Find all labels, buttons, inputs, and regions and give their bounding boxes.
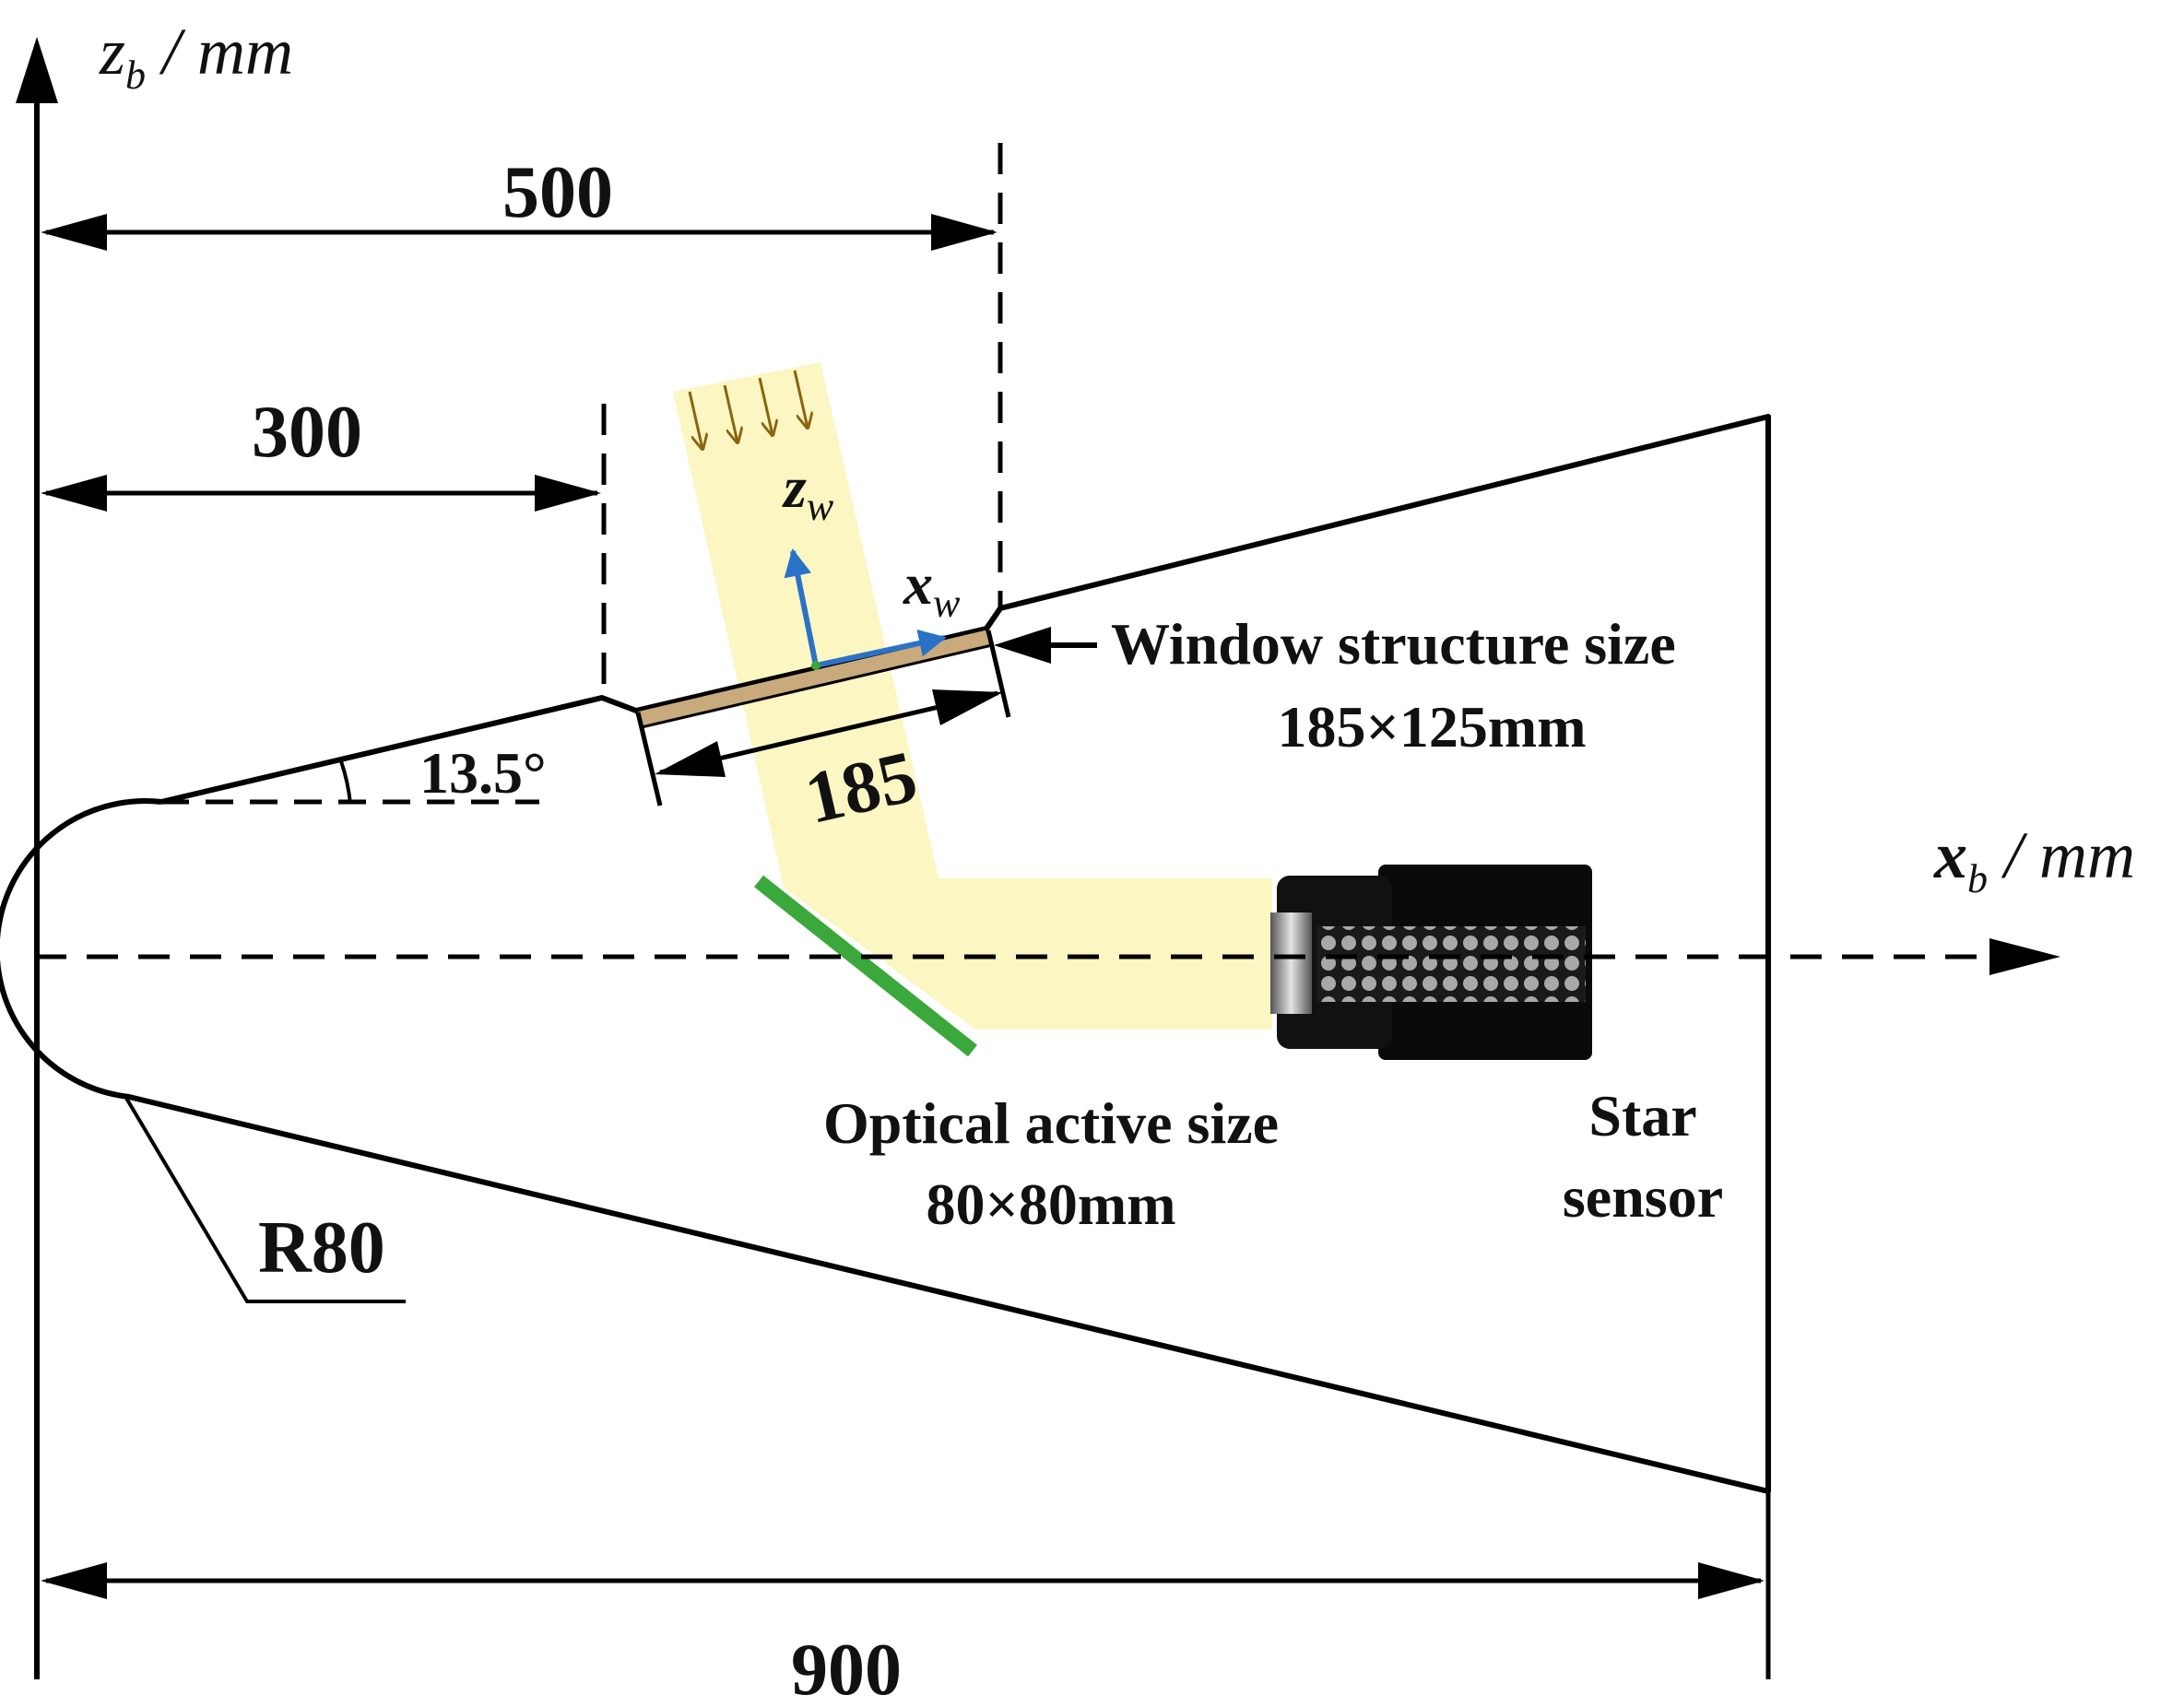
optical-title-label: Optical active size (823, 1090, 1279, 1156)
dimension-500 (41, 214, 998, 251)
xb-axis-arrowhead (1989, 938, 2060, 975)
zb-axis-label: zb/ mm (99, 15, 293, 98)
window-frame-axes (784, 548, 947, 668)
radius-leader (123, 1093, 406, 1303)
optical-size-label: 80×80mm (926, 1171, 1175, 1237)
body-outline (0, 414, 1771, 1494)
dim-500-label: 500 (502, 152, 613, 233)
optical-mirror (754, 875, 977, 1057)
dim-900-label: 900 (791, 1630, 902, 1707)
zb-axis-arrowhead (16, 37, 58, 103)
sensor-label-line1: Star (1588, 1083, 1696, 1148)
window-pointer-arrow (994, 627, 1097, 664)
dimension-300 (41, 475, 601, 512)
dimension-900 (41, 1562, 1765, 1599)
angle-marker (339, 760, 352, 805)
dimension-185 (635, 630, 1011, 806)
window-title-label: Window structure size (1111, 611, 1676, 677)
window-size-label: 185×125mm (1277, 694, 1586, 759)
zw-axis-label: zw (782, 454, 834, 529)
window-frame-origin (811, 661, 820, 670)
sensor-label-line2: sensor (1563, 1164, 1723, 1230)
xw-axis-label: xw (903, 551, 961, 626)
light-beam (673, 362, 1272, 1030)
xb-axis-label: xb/ mm (1933, 818, 2135, 901)
dim-300-label: 300 (252, 392, 362, 473)
radius-label: R80 (258, 1207, 385, 1289)
camera-lens-icon (1270, 865, 1592, 1060)
down-arrows-icon (688, 370, 808, 449)
angle-label: 13.5° (419, 740, 547, 806)
